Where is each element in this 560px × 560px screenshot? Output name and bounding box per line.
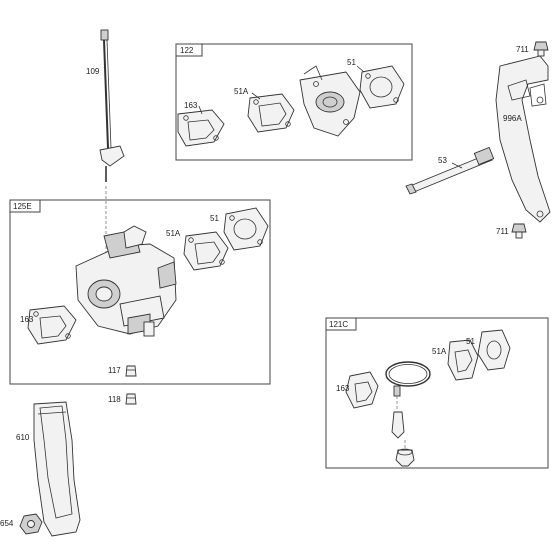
stud-53-part[interactable] <box>405 146 495 195</box>
callout-163-c[interactable]: 163 <box>336 384 350 393</box>
nut-654-part[interactable] <box>19 513 43 535</box>
gasket-51-b-part[interactable] <box>223 207 269 251</box>
callout-996A[interactable]: 996A <box>503 114 522 123</box>
intake-adapter-part[interactable] <box>299 65 361 137</box>
callout-610[interactable]: 610 <box>16 433 30 442</box>
kit-box-122 <box>175 43 413 161</box>
callout-711-a[interactable]: 711 <box>516 45 529 54</box>
governor-rod-part[interactable] <box>99 29 125 260</box>
callout-109[interactable]: 109 <box>86 67 100 76</box>
plug-118-part[interactable] <box>125 393 137 405</box>
gasket-51-part[interactable] <box>359 65 405 109</box>
callout-654[interactable]: 654 <box>0 519 14 528</box>
callout-163-a[interactable]: 163 <box>184 101 198 110</box>
kit-tag-122 <box>175 43 203 57</box>
callout-121C[interactable]: 121C <box>329 320 348 329</box>
callout-51-c[interactable]: 51 <box>466 337 475 346</box>
gasket-163-part[interactable] <box>177 109 225 147</box>
callout-122[interactable]: 122 <box>180 46 194 55</box>
heat-shield-610-part[interactable] <box>33 401 81 537</box>
bolt-711-top-part[interactable] <box>533 41 549 57</box>
callout-51-a[interactable]: 51 <box>347 58 356 67</box>
callout-711-b[interactable]: 711 <box>496 227 509 236</box>
gasket-51-c-part[interactable] <box>477 329 511 371</box>
callout-51-b[interactable]: 51 <box>210 214 219 223</box>
gasket-51A-c-part[interactable] <box>447 339 479 381</box>
callout-125E[interactable]: 125E <box>13 202 32 211</box>
gasket-163-b-part[interactable] <box>27 305 77 345</box>
kit-box-121C <box>325 317 549 469</box>
kit-tag-125E <box>9 199 41 213</box>
callout-51A-c[interactable]: 51A <box>432 347 447 356</box>
bracket-996A-part[interactable] <box>495 55 551 223</box>
bolt-711-bottom-part[interactable] <box>511 223 527 239</box>
callout-118[interactable]: 118 <box>108 395 121 404</box>
callout-51A-a[interactable]: 51A <box>234 87 249 96</box>
o-ring-part[interactable] <box>385 361 431 387</box>
kit-tag-121C <box>325 317 357 331</box>
plug-117-part[interactable] <box>125 365 137 377</box>
kit-box-125E <box>9 199 271 385</box>
gasket-51A-part[interactable] <box>247 93 295 133</box>
gasket-51A-b-part[interactable] <box>183 231 229 271</box>
carburetor-part[interactable] <box>75 225 177 337</box>
gasket-163-c-part[interactable] <box>345 371 379 409</box>
callout-117[interactable]: 117 <box>108 366 121 375</box>
needle-valve-part[interactable] <box>391 385 415 467</box>
callout-51A-b[interactable]: 51A <box>166 229 181 238</box>
callout-163-b[interactable]: 163 <box>20 315 34 324</box>
callout-53[interactable]: 53 <box>438 156 447 165</box>
